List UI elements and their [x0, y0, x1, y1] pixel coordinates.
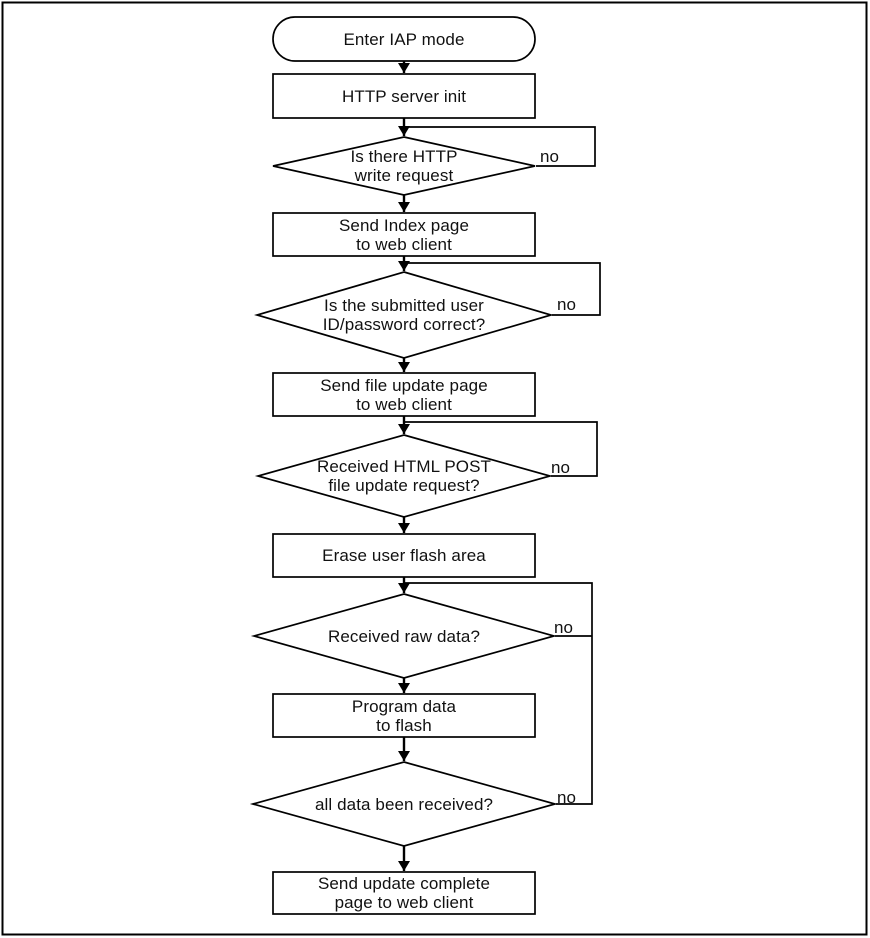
shape-terminator-start: [272, 16, 536, 62]
shape-decision-html-post-request: [254, 434, 554, 518]
shape-process-send-update-complete: [272, 871, 536, 915]
node-label-send-index-page: Send Index page to web client: [338, 215, 470, 254]
edge-label-no-all-data-received: no: [557, 788, 576, 807]
connector-no-loop-http-write-request: [404, 126, 596, 167]
edge-label-no-id-password: no: [557, 295, 576, 314]
node-label-id-password-correct: Is the submitted user ID/password correc…: [322, 296, 486, 334]
edge-label-no-http-write-request: no: [540, 147, 559, 166]
node-label-html-post-request: Received HTML POST file update request?: [316, 457, 492, 495]
shape-decision-received-raw-data: [250, 593, 558, 679]
node-label-received-raw-data: Received raw data?: [327, 626, 481, 646]
node-label-enter-iap-mode: Enter IAP mode: [343, 29, 465, 49]
shape-process-send-file-update: [272, 372, 536, 417]
edge-label-no-received-raw-data: no: [554, 618, 573, 637]
shape-process-erase-flash: [272, 533, 536, 578]
shape-process-program-data: [272, 693, 536, 738]
node-label-send-update-complete: Send update complete page to web client: [317, 874, 491, 912]
shape-decision-all-data-received: [249, 761, 559, 847]
connector-no-loop-html-post: [404, 421, 598, 477]
shape-decision-id-password-correct: [253, 271, 555, 359]
edge-label-no-html-post: no: [551, 458, 570, 477]
shape-decision-http-write-request: [272, 136, 536, 196]
node-label-all-data-received: all data been received?: [314, 794, 494, 814]
connector-no-loop-all-data-received: [404, 582, 593, 805]
shape-process-http-server-init: [272, 73, 536, 119]
node-label-http-server-init: HTTP server init: [341, 86, 467, 106]
node-label-erase-flash: Erase user flash area: [322, 546, 486, 565]
node-label-program-data: Program data to flash: [351, 696, 457, 735]
shape-process-send-index-page: [272, 212, 536, 257]
node-label-http-write-request: Is there HTTP write request: [350, 147, 458, 185]
node-label-send-file-update: Send file update page to web client: [320, 375, 488, 414]
connector-no-loop-id-password: [404, 262, 601, 316]
